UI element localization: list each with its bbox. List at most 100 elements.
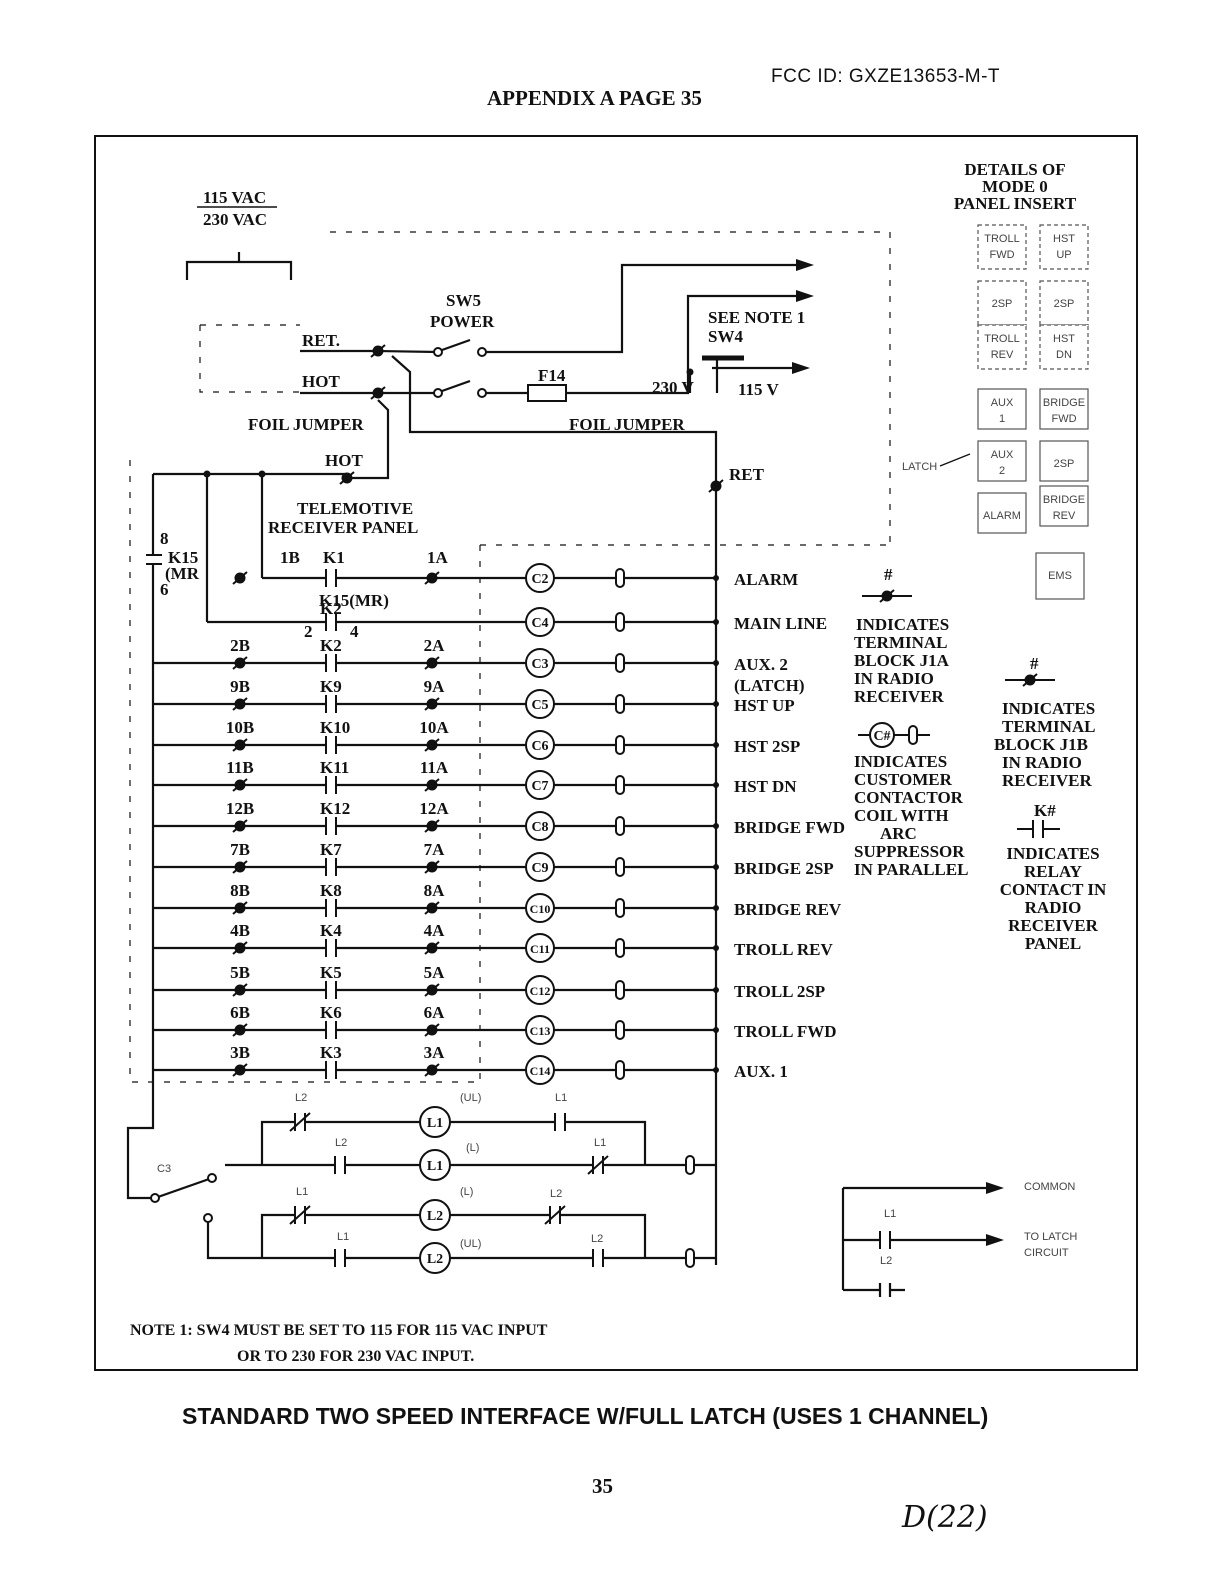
panel-cell-6 bbox=[1039, 324, 1089, 370]
terminal-1A bbox=[426, 572, 438, 584]
contactor-coil-c4 bbox=[525, 607, 555, 637]
row-k-label-4: K9 bbox=[320, 677, 342, 696]
hot-output-terminal bbox=[341, 472, 353, 484]
junction-3 bbox=[713, 660, 719, 666]
terminal-3A bbox=[426, 1064, 438, 1076]
legend-relay-text-4: RADIO bbox=[1025, 898, 1082, 917]
hot-label: HOT bbox=[302, 372, 340, 391]
latch-out-contact-l1-gap bbox=[880, 1237, 890, 1243]
row-k-label-3: K2 bbox=[320, 636, 342, 655]
function-label-10: TROLL REV bbox=[734, 940, 833, 959]
latch-coil-l2-l-label: L2 bbox=[427, 1209, 443, 1224]
latch-indicator-line bbox=[939, 453, 971, 467]
terminal-4B bbox=[234, 942, 246, 954]
row-k-label-13: K3 bbox=[320, 1043, 342, 1062]
latch-out-l1: L1 bbox=[884, 1208, 896, 1220]
sw5-pole-b bbox=[433, 388, 443, 398]
arc-suppressor-c13 bbox=[615, 1020, 625, 1040]
terminal-6A bbox=[426, 1024, 438, 1036]
row-b-label-13: 3B bbox=[230, 1043, 250, 1062]
junction-13 bbox=[713, 1067, 719, 1073]
arc-suppressor-c3 bbox=[615, 653, 625, 673]
latch-ul-a: (UL) bbox=[460, 1092, 481, 1104]
row-k-label-8: K7 bbox=[320, 840, 342, 859]
terminal-6B bbox=[234, 1024, 246, 1036]
row-a-label-5: 10A bbox=[419, 718, 449, 737]
relay-contact-k9-4-gap bbox=[326, 701, 336, 707]
legend-coil-text-4: COIL WITH bbox=[854, 806, 949, 825]
panel-cell-2-line2: UP bbox=[1056, 249, 1071, 261]
terminal-5A bbox=[426, 984, 438, 996]
bus-junction-a bbox=[203, 470, 211, 478]
row-b-label-5: 10B bbox=[226, 718, 254, 737]
row-k-label-9: K8 bbox=[320, 881, 342, 900]
contactor-coil-c9 bbox=[525, 852, 555, 882]
terminal-7A bbox=[426, 861, 438, 873]
latch-l2-d: L2 bbox=[591, 1233, 603, 1245]
contactor-coil-c11-label: C11 bbox=[530, 942, 550, 956]
legend-coil-text-3: CONTACTOR bbox=[854, 788, 964, 807]
panel-cell-2-line1: HST bbox=[1053, 233, 1075, 245]
arc-suppressor-c12 bbox=[615, 980, 625, 1000]
row-a-label-7: 12A bbox=[419, 799, 449, 818]
panel-cell-9 bbox=[977, 440, 1027, 482]
panel-cell-8 bbox=[1039, 388, 1089, 430]
legend-j1a-text-1: INDICATES bbox=[856, 615, 949, 634]
terminal-5B bbox=[234, 984, 246, 996]
arc-suppressor-c2 bbox=[615, 568, 625, 588]
latch-l1-a: L1 bbox=[555, 1092, 567, 1104]
arc-suppressor-c7 bbox=[615, 775, 625, 795]
junction-7 bbox=[713, 823, 719, 829]
k15-sub: (MR bbox=[165, 564, 200, 583]
junction-2 bbox=[713, 619, 719, 625]
legend-coil-symbol bbox=[869, 722, 895, 748]
relay-contact-k5-11-gap bbox=[326, 987, 336, 993]
latch-ul-d: (UL) bbox=[460, 1238, 481, 1250]
latch-contact-l1-nc-slash bbox=[587, 1155, 609, 1175]
row-a-label-3: 2A bbox=[424, 636, 446, 655]
row-k-label-2: K2 bbox=[320, 599, 342, 618]
relay-contact-k7-8-gap bbox=[326, 864, 336, 870]
terminal-12B bbox=[234, 820, 246, 832]
contactor-coil-c11 bbox=[525, 933, 555, 963]
row-a-label-4: 9A bbox=[424, 677, 446, 696]
terminal-7B bbox=[234, 861, 246, 873]
legend-j1b-text-4: IN RADIO bbox=[1002, 753, 1082, 772]
legend-coil-text-2: CUSTOMER bbox=[854, 770, 953, 789]
panel-cell-5-line2: REV bbox=[991, 349, 1014, 361]
arc-suppressor-c6 bbox=[615, 735, 625, 755]
terminal-8B bbox=[234, 902, 246, 914]
relay-contact-k8-9-gap bbox=[326, 905, 336, 911]
contactor-coil-c8-label: C8 bbox=[531, 820, 548, 835]
page-number: 35 bbox=[592, 1474, 613, 1498]
panel-cell-5-line1: TROLL bbox=[984, 333, 1019, 345]
function-label-1: ALARM bbox=[734, 570, 798, 589]
legend-coil-symbol-label: C# bbox=[873, 729, 890, 744]
row-k-label-10: K4 bbox=[320, 921, 342, 940]
panel-cell-9-line1: AUX bbox=[991, 449, 1014, 461]
row-b-label-1: 1B bbox=[280, 548, 300, 567]
function-label-7: BRIDGE FWD bbox=[734, 818, 845, 837]
panel-cell-7-line2: 1 bbox=[999, 413, 1005, 425]
legend-j1a-text-5: RECEIVER bbox=[854, 687, 944, 706]
legend-hash: # bbox=[884, 565, 893, 584]
row-a-label-12: 6A bbox=[424, 1003, 446, 1022]
voltage-115: 115 VAC bbox=[203, 188, 266, 207]
row-a-label-9: 8A bbox=[424, 881, 446, 900]
contactor-coil-c12-label: C12 bbox=[530, 984, 551, 998]
panel-insert-title-2: MODE 0 bbox=[982, 177, 1048, 196]
junction-8 bbox=[713, 864, 719, 870]
legend-relay-text-1: INDICATES bbox=[1006, 844, 1099, 863]
junction-6 bbox=[713, 782, 719, 788]
static-wiring bbox=[126, 206, 990, 1297]
contactor-coil-c14-label: C14 bbox=[530, 1064, 551, 1078]
terminal-11B bbox=[234, 779, 246, 791]
contactor-coil-c6 bbox=[525, 730, 555, 760]
sw4-label: SW4 bbox=[708, 327, 743, 346]
row-a-label-10: 4A bbox=[424, 921, 446, 940]
legend-coil-suppressor bbox=[908, 725, 918, 745]
ret-input-terminal bbox=[372, 345, 384, 357]
legend-relay-text-5: RECEIVER bbox=[1008, 916, 1098, 935]
arc-suppressor-c14 bbox=[615, 1060, 625, 1080]
k15-pin6: 6 bbox=[160, 580, 169, 599]
